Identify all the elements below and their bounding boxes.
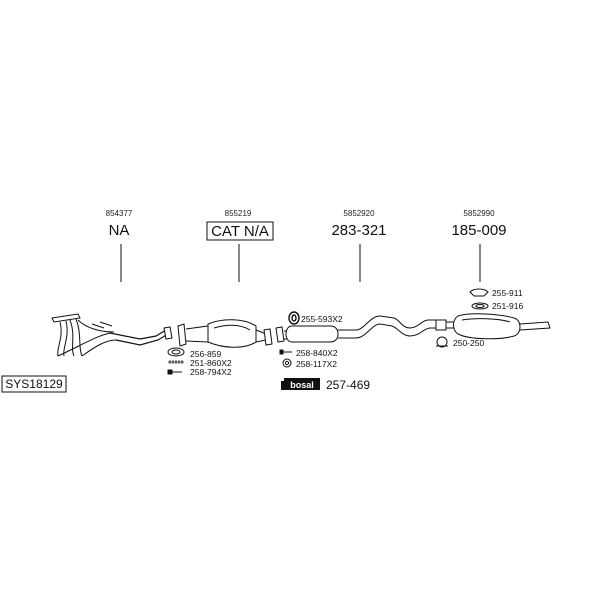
part-label-rear-silencer[interactable]: 185-009: [451, 222, 506, 239]
brand-part-number[interactable]: 257-469: [326, 378, 370, 392]
rear-silencer-drawing[interactable]: [435, 313, 551, 340]
fitting-part-251-860x2[interactable]: 251-860X2: [190, 358, 232, 368]
fitting-part-258-117x2[interactable]: 258-117X2: [296, 359, 337, 369]
mounting-bracket-icon[interactable]: [469, 288, 489, 297]
part-label-middle-silencer[interactable]: 283-321: [331, 222, 386, 239]
fitting-part-255-593x2[interactable]: 255-593X2: [301, 314, 343, 324]
brand-logo: bosal: [281, 378, 320, 390]
catalytic-converter-drawing[interactable]: [177, 319, 273, 348]
fitting-part-256-859[interactable]: 256-859: [190, 349, 221, 359]
exhaust-manifold-drawing[interactable]: [51, 313, 173, 357]
brand-logo-text: bosal: [290, 380, 314, 390]
catalyst-label-box: [206, 221, 274, 241]
fitting-part-258-840x2[interactable]: 258-840X2: [296, 348, 338, 358]
bolt-icon[interactable]: [167, 369, 182, 375]
nut-ring-icon[interactable]: [282, 358, 292, 368]
oe-number-catalyst: 855219: [225, 209, 252, 218]
bolt-small-icon[interactable]: [279, 349, 292, 355]
clamp-gasket-icon[interactable]: [471, 302, 489, 310]
oe-number-manifold: 854377: [106, 209, 133, 218]
oe-number-middle-silencer: 5852920: [343, 209, 375, 218]
spring-icon[interactable]: [168, 360, 184, 364]
system-code[interactable]: SYS18129: [5, 377, 63, 391]
fitting-part-255-911[interactable]: 255-911: [492, 288, 523, 298]
gasket-icon[interactable]: [167, 347, 185, 357]
rubber-ring-icon[interactable]: [288, 311, 300, 325]
middle-silencer-drawing[interactable]: [275, 315, 436, 343]
u-clamp-icon[interactable]: [436, 336, 448, 348]
oe-number-rear-silencer: 5852990: [463, 209, 495, 218]
fitting-part-250-250[interactable]: 250-250: [453, 338, 484, 348]
part-label-catalyst[interactable]: CAT N/A: [211, 223, 269, 240]
part-label-manifold[interactable]: NA: [109, 222, 130, 239]
system-code-box: [1, 375, 67, 393]
fitting-part-258-794x2[interactable]: 258-794X2: [190, 367, 232, 377]
fitting-part-251-916[interactable]: 251-916: [492, 301, 523, 311]
